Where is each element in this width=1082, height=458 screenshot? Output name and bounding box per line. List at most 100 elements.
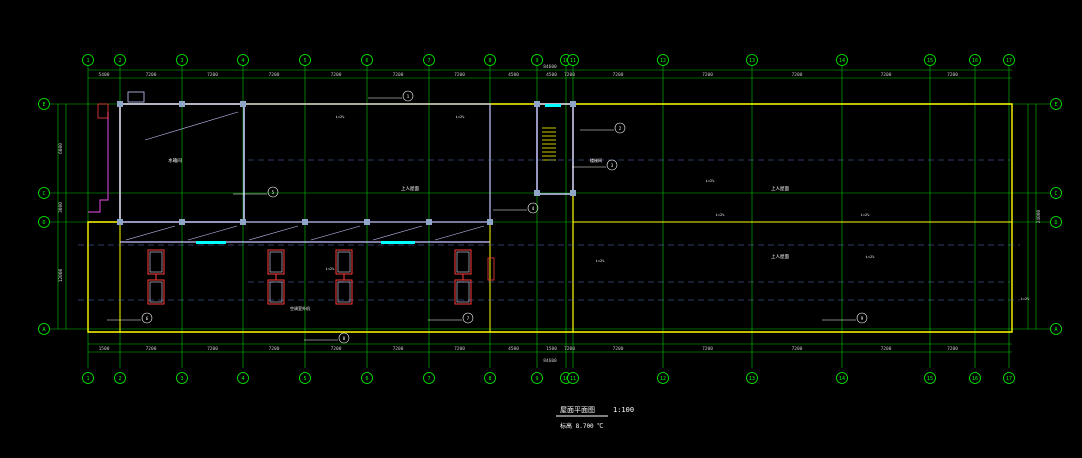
dim-text-bottom: 7200 [331,346,342,352]
dim-text-top: 5400 [99,72,110,78]
axis-bubble-col [299,372,311,384]
dim-overall-bottom: 84600 [543,358,557,364]
axis-bubble-col [237,372,249,384]
axis-bubble-col [176,54,188,66]
axis-label-col: 16 [972,376,978,382]
axis-bubble-col [924,54,936,66]
dim-text-top: 7200 [207,72,218,78]
axis-label-col: 3 [180,376,183,382]
structural-column [240,101,246,107]
drawing-subtitle: 标高 8.700 ℃ [560,422,603,430]
axis-label-col: 17 [1006,58,1012,64]
room-label: 上人屋面 [771,185,789,192]
axis-label-col: 16 [972,58,978,64]
axis-bubble-col [484,54,496,66]
callout-number: 2 [619,126,622,131]
vent-strip [196,241,226,244]
canopy-hatch [125,225,176,241]
axis-bubble-row [1050,323,1062,335]
axis-label-col: 4 [241,376,244,382]
dim-text-left: 6000 [58,143,64,154]
dim-overall-top: 84600 [543,64,557,70]
axis-label-col: 10 [563,376,569,382]
axis-label-row: D [42,220,45,226]
axis-bubble-col [924,372,936,384]
dim-text-top: 7200 [269,72,280,78]
callout-circle [856,312,868,324]
drain-pipe [88,112,109,213]
dim-text-bottom: 7200 [207,346,218,352]
ac-unit-body [269,251,283,273]
axis-label-row: C [42,191,45,197]
callout-number: 4 [532,206,535,211]
structural-column [364,219,370,225]
axis-label-col: 14 [839,376,845,382]
axis-bubble-row [1050,216,1062,228]
slope-note: i=2% [1021,297,1030,301]
dim-text-top: 7200 [564,72,575,78]
slope-note: i=2% [596,259,605,263]
dim-text-right: 24000 [1036,209,1042,223]
axis-bubble-row [38,216,50,228]
axis-bubble-col [969,372,981,384]
dim-text-bottom: 7200 [613,346,624,352]
axis-label-col: 13 [749,376,755,382]
equip-label: 空调室外机 [290,305,310,311]
vent-strip [545,104,561,107]
canopy-hatch [187,225,238,241]
axis-label-col: 3 [180,58,183,64]
dim-text-top: 4500 [508,72,519,78]
canopy-hatch [310,225,361,241]
axis-label-col: 6 [365,58,368,64]
axis-bubble-col [531,372,543,384]
callout-number: 6 [146,316,149,321]
axis-label-col: 15 [927,376,933,382]
axis-label-col: 1 [86,58,89,64]
dim-text-top: 4500 [546,72,557,78]
slope-note: i=2% [326,267,335,271]
axis-label-col: 2 [118,376,121,382]
structural-column [302,219,308,225]
axis-bubble-col [82,54,94,66]
callout-circle [402,90,414,102]
axis-label-row: C [1054,191,1057,197]
structural-column [487,219,493,225]
structural-column [117,219,123,225]
axis-label-col: 14 [839,58,845,64]
dim-text-top: 7200 [331,72,342,78]
axis-bubble-col [746,54,758,66]
slope-note: i=2% [866,255,875,259]
slope-note: i=2% [716,213,725,217]
axis-bubble-col [657,54,669,66]
structural-column [534,101,540,107]
axis-bubble-col [361,372,373,384]
stair-label: 楼梯间 [590,157,602,163]
ac-unit-body [337,251,351,273]
callout-circle [614,122,626,134]
axis-bubble-col [237,54,249,66]
axis-bubble-col [657,372,669,384]
axis-label-col: 2 [118,58,121,64]
structural-column [534,190,540,196]
structural-column [426,219,432,225]
ac-unit-body [337,281,351,303]
axis-bubble-row [38,323,50,335]
tank-label: 水箱间 [168,157,182,164]
dim-text-bottom: 7200 [881,346,892,352]
slope-note: i=2% [861,213,870,217]
axis-bubble-col [114,54,126,66]
axis-bubble-col [969,54,981,66]
structural-column [570,190,576,196]
structural-column [117,101,123,107]
callout-number: 9 [861,316,864,321]
axis-label-col: 17 [1006,376,1012,382]
axis-bubble-col [423,54,435,66]
dim-text-bottom: 7200 [947,346,958,352]
dim-text-top: 7200 [792,72,803,78]
callout-circle [606,159,618,171]
dim-text-top: 7200 [702,72,713,78]
axis-bubble-col [531,54,543,66]
dim-text-top: 7200 [947,72,958,78]
canopy-hatch [248,225,299,241]
axis-bubble-col [299,54,311,66]
